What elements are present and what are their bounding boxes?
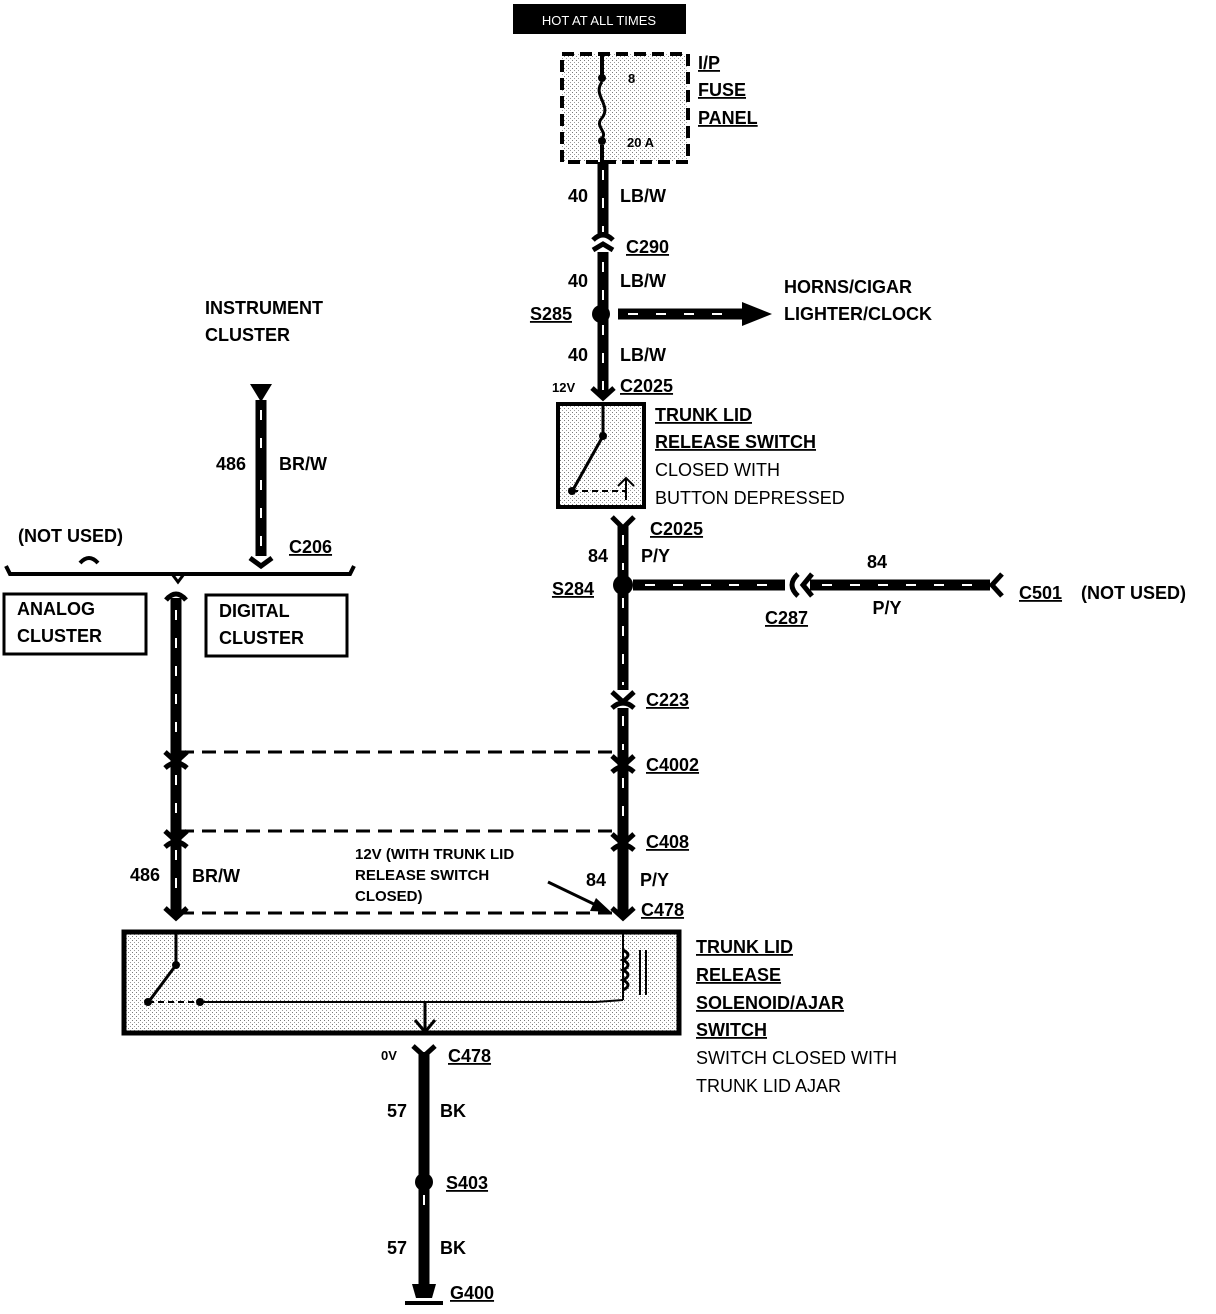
voltage-12v-c2025: 12V xyxy=(552,380,575,395)
c57a-color: BK xyxy=(440,1101,466,1121)
cluster-name-2: CLUSTER xyxy=(205,325,290,345)
hot-at-all-times-banner: HOT AT ALL TIMES xyxy=(513,4,686,34)
trunk-switch-desc-1: CLOSED WITH xyxy=(655,460,780,480)
c478-bottom-label: C478 xyxy=(448,1046,491,1066)
c84side-color: P/Y xyxy=(872,598,901,618)
digital-cluster-box xyxy=(204,593,349,658)
push-button-icon xyxy=(617,476,635,487)
c40b-number: 40 xyxy=(568,271,588,291)
c287-label: C287 xyxy=(765,608,808,628)
c486top-number: 486 xyxy=(216,454,246,474)
c57b-number: 57 xyxy=(387,1238,407,1258)
c84a-color: P/Y xyxy=(641,546,670,566)
wire-486-brw xyxy=(164,591,188,916)
connector-c223: C223 xyxy=(610,690,689,710)
digital-cluster-1: DIGITAL xyxy=(219,601,290,621)
s284-label: S284 xyxy=(552,579,594,599)
c2025-bottom-label: C2025 xyxy=(650,519,703,539)
splice-s403: S403 xyxy=(415,1173,488,1193)
fuse-element-icon xyxy=(597,81,607,140)
trunk-switch-name-2: RELEASE SWITCH xyxy=(655,432,816,452)
c84a-number: 84 xyxy=(588,546,608,566)
c57a-number: 57 xyxy=(387,1101,407,1121)
ground-icon xyxy=(412,1284,436,1298)
fuse-rating: 20 A xyxy=(627,135,655,150)
connector-c478-top: C478 xyxy=(163,900,684,922)
horns-branch-line1: HORNS/CIGAR xyxy=(784,277,912,297)
arrow-right-icon xyxy=(742,302,772,326)
trunk-lid-solenoid: TRUNK LID RELEASE SOLENOID/AJAR SWITCH S… xyxy=(121,929,897,1096)
connector-c408: C408 xyxy=(163,829,689,852)
fuse-panel: 8 20 A I/P FUSE PANEL xyxy=(560,52,758,164)
wire-84-side: C287 84 P/Y C501 (NOT USED) xyxy=(633,552,1186,628)
s403-label: S403 xyxy=(446,1173,488,1193)
arrow-down-icon xyxy=(250,384,272,402)
fuse-number: 8 xyxy=(628,71,635,86)
horns-branch-wire: HORNS/CIGAR LIGHTER/CLOCK xyxy=(618,277,932,326)
ground-g400: G400 xyxy=(405,1283,494,1305)
fuse-panel-name-3: PANEL xyxy=(698,108,758,128)
analog-cluster-2: CLUSTER xyxy=(17,626,102,646)
connector-c290: C290 xyxy=(591,232,669,257)
c40c-color: LB/W xyxy=(620,345,666,365)
instrument-cluster: INSTRUMENT CLUSTER 486 BR/W C206 (NOT US… xyxy=(2,298,356,658)
s285-label: S285 xyxy=(530,304,572,324)
connector-c2025-top: 12V C2025 xyxy=(552,376,673,402)
c223-label: C223 xyxy=(646,690,689,710)
trunk-switch-name-1: TRUNK LID xyxy=(655,405,752,425)
c40a-number: 40 xyxy=(568,186,588,206)
c486bottom-number: 486 xyxy=(130,865,160,885)
c40c-number: 40 xyxy=(568,345,588,365)
trunk-lid-release-switch: TRUNK LID RELEASE SWITCH CLOSED WITH BUT… xyxy=(556,402,845,509)
c4002-label: C4002 xyxy=(646,755,699,775)
fuse-panel-name-1: I/P xyxy=(698,53,720,73)
not-used-label: (NOT USED) xyxy=(18,526,123,546)
fuse-panel-name-2: FUSE xyxy=(698,80,746,100)
analog-cluster-box xyxy=(2,592,148,656)
c84b-number: 84 xyxy=(586,870,606,890)
c408-label: C408 xyxy=(646,832,689,852)
ajar-switch-blade-icon xyxy=(148,964,178,1001)
trunk-switch-desc-2: BUTTON DEPRESSED xyxy=(655,488,845,508)
voltage-note: 12V (WITH TRUNK LID RELEASE SWITCH CLOSE… xyxy=(355,846,611,912)
c57b-color: BK xyxy=(440,1238,466,1258)
solenoid-name-4: SWITCH xyxy=(696,1020,767,1040)
c486bottom-color: BR/W xyxy=(192,866,240,886)
connector-c4002: C4002 xyxy=(163,750,699,775)
c486top-color: BR/W xyxy=(279,454,327,474)
voltage-note-2: RELEASE SWITCH xyxy=(355,867,489,884)
c290-label: C290 xyxy=(626,237,669,257)
c40a-color: LB/W xyxy=(620,186,666,206)
solenoid-coil-icon xyxy=(619,948,630,992)
c2025-top-label: C2025 xyxy=(620,376,673,396)
c501-not-used: (NOT USED) xyxy=(1081,583,1186,603)
connector-c478-bottom: 0V C478 xyxy=(381,1044,491,1066)
arrow-pointer-icon xyxy=(590,898,611,912)
solenoid-desc-1: SWITCH CLOSED WITH xyxy=(696,1048,897,1068)
voltage-0v: 0V xyxy=(381,1048,397,1063)
voltage-note-1: 12V (WITH TRUNK LID xyxy=(355,846,514,863)
solenoid-name-2: RELEASE xyxy=(696,965,781,985)
power-label: HOT AT ALL TIMES xyxy=(542,13,656,28)
g400-label: G400 xyxy=(450,1283,494,1303)
solenoid-desc-2: TRUNK LID AJAR xyxy=(696,1076,841,1096)
cluster-name-1: INSTRUMENT xyxy=(205,298,323,318)
c84b-color: P/Y xyxy=(640,870,669,890)
horns-branch-line2: LIGHTER/CLOCK xyxy=(784,304,932,324)
voltage-note-3: CLOSED) xyxy=(355,888,423,905)
c501-label: C501 xyxy=(1019,583,1062,603)
digital-cluster-2: CLUSTER xyxy=(219,628,304,648)
c84side-number: 84 xyxy=(867,552,887,572)
c40b-color: LB/W xyxy=(620,271,666,291)
solenoid-name-1: TRUNK LID xyxy=(696,937,793,957)
c478-top-label: C478 xyxy=(641,900,684,920)
cluster-bracket xyxy=(4,565,356,576)
splice-s285: S285 xyxy=(530,304,610,324)
switch-blade-icon xyxy=(572,435,605,489)
splice-s284: S284 xyxy=(552,575,633,599)
solenoid-name-3: SOLENOID/AJAR xyxy=(696,993,844,1013)
c206-label: C206 xyxy=(289,537,332,557)
analog-cluster-1: ANALOG xyxy=(17,599,95,619)
